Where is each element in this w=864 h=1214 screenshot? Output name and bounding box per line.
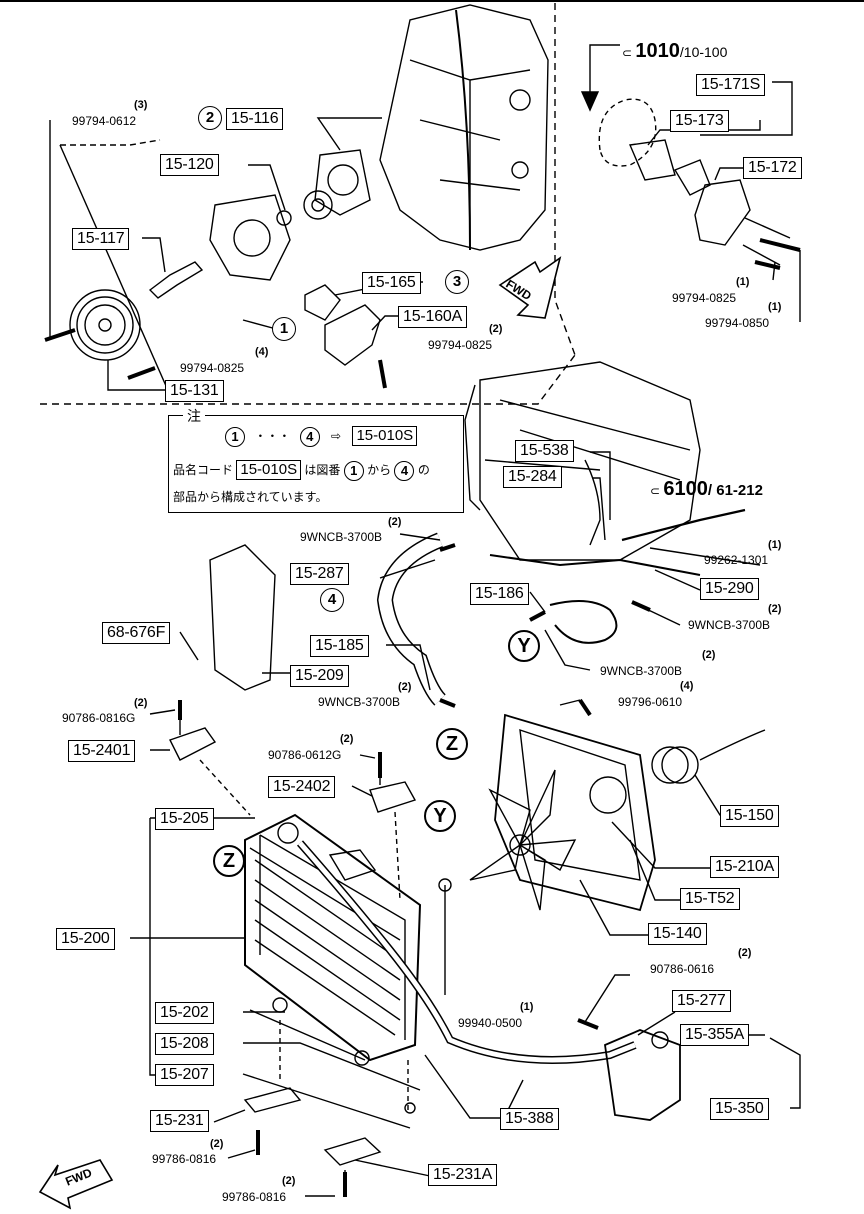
bolt-90786-0616[interactable]: 90786-0616: [650, 962, 715, 976]
bolt-99940-0500[interactable]: 99940-0500: [458, 1016, 523, 1030]
part-15-116[interactable]: 15-116: [226, 108, 284, 130]
marker-2[interactable]: 2: [198, 106, 222, 130]
bolt-90786-0816g[interactable]: 90786-0816G: [62, 711, 136, 725]
part-15-287[interactable]: 15-287: [290, 563, 349, 585]
note-row-1: 1 ・・・ 4 ⇨ 15-010S: [225, 426, 418, 447]
qty-99794-0825-a: (4): [255, 346, 269, 358]
part-15-290[interactable]: 15-290: [700, 578, 759, 600]
part-15-186[interactable]: 15-186: [470, 583, 529, 605]
ref-6100[interactable]: ⊂ 6100/ 61-212: [650, 478, 763, 500]
marker-4[interactable]: 4: [320, 588, 344, 612]
marker-y-hose[interactable]: Y: [508, 630, 540, 662]
qty-99262-1301: (1): [768, 539, 782, 551]
part-15-350[interactable]: 15-350: [710, 1098, 769, 1120]
bolt-99794-0825-a[interactable]: 99794-0825: [180, 361, 245, 375]
bolt-99262-1301[interactable]: 99262-1301: [704, 553, 769, 567]
part-15-160A[interactable]: 15-160A: [398, 306, 468, 328]
note-circle-1: 1: [225, 426, 245, 447]
note-circle-4b: 4: [394, 460, 415, 481]
part-15-T52[interactable]: 15-T52: [680, 888, 740, 910]
qty-99794-0825-b: (2): [489, 323, 503, 335]
part-15-171S[interactable]: 15-171S: [696, 74, 766, 96]
part-15-173[interactable]: 15-173: [670, 110, 729, 132]
note-text-c: から: [367, 463, 392, 477]
bolt-90786-0612g[interactable]: 90786-0612G: [268, 748, 342, 762]
part-15-117[interactable]: 15-117: [72, 228, 130, 250]
qty-99940-0500: (1): [520, 1001, 534, 1013]
qty-99786-0816-a: (2): [210, 1138, 224, 1150]
part-15-207[interactable]: 15-207: [155, 1064, 214, 1086]
part-15-165[interactable]: 15-165: [362, 272, 421, 294]
note-circle-4: 4: [299, 426, 320, 447]
part-15-131[interactable]: 15-131: [165, 380, 224, 402]
part-15-202[interactable]: 15-202: [155, 1002, 214, 1024]
part-15-277[interactable]: 15-277: [672, 990, 731, 1012]
note-row-2: 品名コード 15-010S は図番 1 から 4 の: [173, 460, 430, 481]
qty-90786-0816g: (2): [134, 697, 148, 709]
bolt-99794-0825-c[interactable]: 99794-0825: [672, 291, 737, 305]
marker-y-radiator[interactable]: Y: [424, 800, 456, 832]
part-15-172[interactable]: 15-172: [743, 157, 802, 179]
part-15-210A[interactable]: 15-210A: [710, 856, 780, 878]
note-text-a: 品名コード: [173, 463, 234, 477]
qty-90786-0612g: (2): [340, 733, 354, 745]
ref-1010[interactable]: ⊂ 1010/10-100: [622, 40, 728, 62]
qty-99794-0612: (3): [134, 99, 148, 111]
part-15-150[interactable]: 15-150: [720, 805, 779, 827]
part-15-185[interactable]: 15-185: [310, 635, 369, 657]
qty-9wncb-1: (2): [388, 516, 402, 528]
part-15-2401[interactable]: 15-2401: [68, 740, 136, 762]
part-15-140[interactable]: 15-140: [648, 923, 707, 945]
part-68-676F[interactable]: 68-676F: [102, 622, 171, 644]
qty-99794-0850: (1): [768, 301, 782, 313]
qty-99786-0816-b: (2): [282, 1175, 296, 1187]
part-15-205[interactable]: 15-205: [155, 808, 214, 830]
bolt-9wncb-3700b-1[interactable]: 9WNCB-3700B: [300, 530, 383, 544]
part-15-200[interactable]: 15-200: [56, 928, 115, 950]
note-row-3: 部品から構成されています。: [173, 490, 328, 504]
bolt-99796-0610[interactable]: 99796-0610: [618, 695, 683, 709]
marker-1[interactable]: 1: [272, 317, 296, 341]
part-15-388[interactable]: 15-388: [500, 1108, 559, 1130]
part-15-2402[interactable]: 15-2402: [268, 776, 336, 798]
bolt-99786-0816-a[interactable]: 99786-0816: [152, 1152, 217, 1166]
bolt-99786-0816-b[interactable]: 99786-0816: [222, 1190, 287, 1204]
qty-9wncb-2: (2): [768, 603, 782, 615]
part-15-355A[interactable]: 15-355A: [680, 1024, 750, 1046]
part-15-284[interactable]: 15-284: [503, 466, 562, 488]
note-arrow: ⇨: [331, 429, 342, 443]
bolt-9wncb-3700b-2[interactable]: 9WNCB-3700B: [688, 618, 771, 632]
qty-99796-0610: (4): [680, 680, 694, 692]
bolt-9wncb-3700b-4[interactable]: 9WNCB-3700B: [318, 695, 401, 709]
bolt-99794-0825-b[interactable]: 99794-0825: [428, 338, 493, 352]
note-code-2[interactable]: 15-010S: [236, 460, 302, 480]
marker-z-hose[interactable]: Z: [436, 728, 468, 760]
part-15-209[interactable]: 15-209: [290, 665, 349, 687]
part-15-120[interactable]: 15-120: [160, 154, 219, 176]
note-title: 注: [183, 406, 205, 426]
qty-9wncb-4: (2): [398, 681, 412, 693]
part-15-231[interactable]: 15-231: [150, 1110, 209, 1132]
marker-3[interactable]: 3: [445, 270, 469, 294]
note-box: 注 1 ・・・ 4 ⇨ 15-010S 品名コード 15-010S は図番 1 …: [168, 406, 464, 513]
marker-z-radiator[interactable]: Z: [213, 845, 245, 877]
bolt-99794-0612[interactable]: 99794-0612: [72, 114, 137, 128]
qty-90786-0616: (2): [738, 947, 752, 959]
note-text-d: の: [417, 463, 430, 477]
part-15-231A[interactable]: 15-231A: [428, 1164, 498, 1186]
bolt-9wncb-3700b-3[interactable]: 9WNCB-3700B: [600, 664, 683, 678]
part-15-538[interactable]: 15-538: [515, 440, 574, 462]
note-circle-1b: 1: [343, 460, 364, 481]
part-15-208[interactable]: 15-208: [155, 1033, 214, 1055]
note-code[interactable]: 15-010S: [352, 426, 418, 446]
qty-99794-0825-c: (1): [736, 276, 750, 288]
note-text-b: は図番: [304, 463, 341, 477]
bolt-99794-0850[interactable]: 99794-0850: [705, 316, 770, 330]
note-dots: ・・・: [254, 429, 291, 443]
qty-9wncb-3: (2): [702, 649, 716, 661]
